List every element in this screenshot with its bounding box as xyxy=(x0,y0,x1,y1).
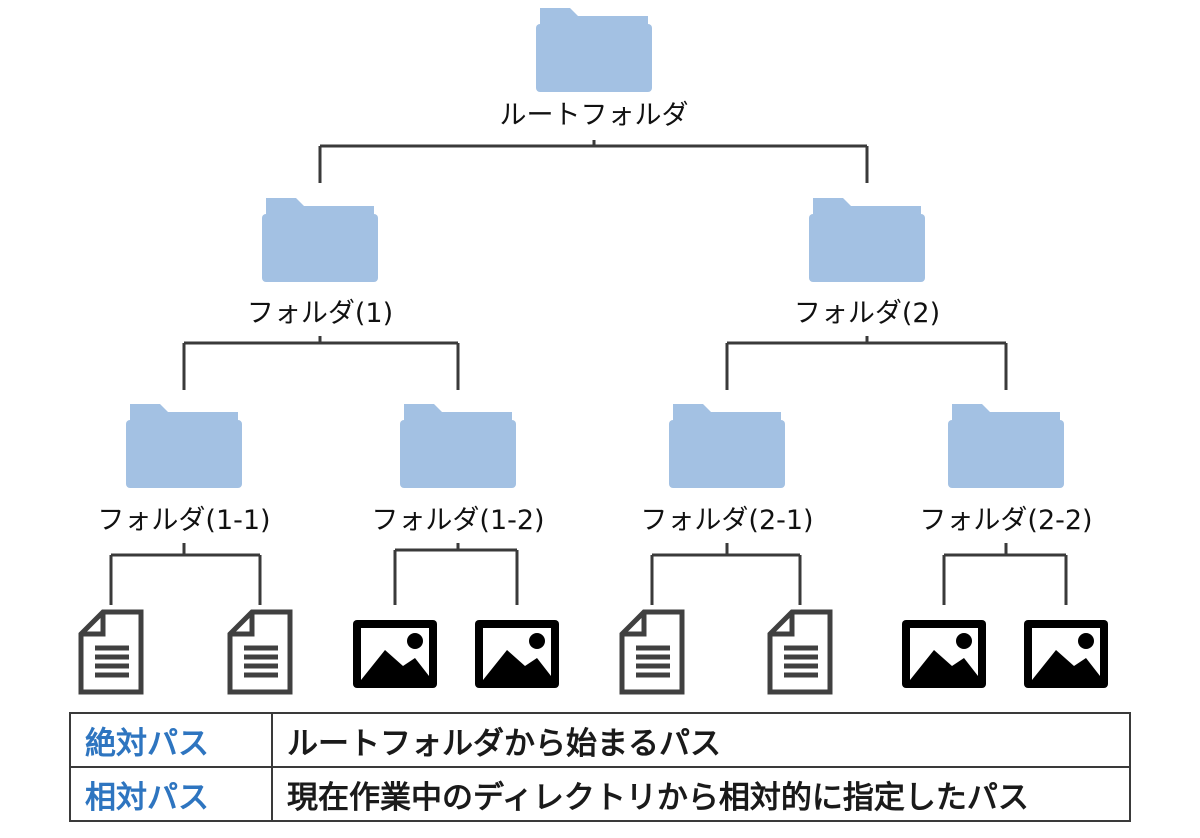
tree-connectors xyxy=(109,140,1068,605)
folder-label-1: フォルダ(1) xyxy=(246,298,394,329)
folder-label-2-2: フォルダ(2-2) xyxy=(919,505,1093,536)
folder-label-1-2: フォルダ(1-2) xyxy=(371,505,545,536)
term-relative-path: 相対パス xyxy=(69,766,273,822)
folder-icon-2 xyxy=(809,198,925,282)
image-icon-2-2 xyxy=(475,620,559,688)
document-icon-3-1 xyxy=(619,609,685,695)
image-icon-2-1 xyxy=(353,620,437,688)
legend-row-absolute: 絶対パス ルートフォルダから始まるパス xyxy=(69,712,1131,768)
folder-icon-2-1 xyxy=(669,404,785,488)
document-icon-1-1 xyxy=(78,609,144,695)
image-icon-4-1 xyxy=(902,620,986,688)
folder-label-1-1: フォルダ(1-1) xyxy=(97,505,271,536)
folder-icon-root xyxy=(536,8,652,92)
document-icon-1-2 xyxy=(227,609,293,695)
folder-label-root: ルートフォルダ xyxy=(499,100,689,131)
path-legend-table: 絶対パス ルートフォルダから始まるパス 相対パス 現在作業中のディレクトリから相… xyxy=(69,712,1131,822)
document-icon-3-2 xyxy=(767,609,833,695)
description-absolute-path: ルートフォルダから始まるパス xyxy=(271,712,1131,768)
image-icon-4-2 xyxy=(1024,620,1108,688)
folder-icon-1 xyxy=(262,198,378,282)
description-relative-path: 現在作業中のディレクトリから相対的に指定したパス xyxy=(271,766,1131,822)
folder-icon-1-1 xyxy=(126,404,242,488)
folder-icon-1-2 xyxy=(400,404,516,488)
folder-icon-2-2 xyxy=(948,404,1064,488)
legend-row-relative: 相対パス 現在作業中のディレクトリから相対的に指定したパス xyxy=(69,766,1131,822)
folder-label-2: フォルダ(2) xyxy=(793,298,941,329)
term-absolute-path: 絶対パス xyxy=(69,712,273,768)
folder-label-2-1: フォルダ(2-1) xyxy=(640,505,814,536)
